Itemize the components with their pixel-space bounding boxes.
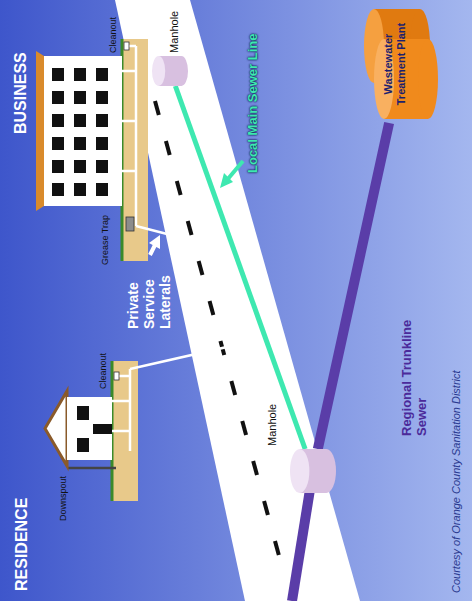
residence-lateral	[108, 339, 262, 451]
manhole: Manhole	[290, 449, 336, 493]
manhole-shape	[152, 56, 188, 86]
window	[52, 114, 64, 127]
lane-dash	[210, 301, 214, 315]
manhole-shape	[290, 449, 336, 493]
leader-arrow	[220, 161, 243, 188]
leader-arrow	[149, 235, 160, 255]
lane-dash	[253, 461, 257, 475]
window	[52, 183, 64, 196]
lane-dash	[199, 261, 203, 275]
lane-dash	[231, 381, 235, 395]
cleanout-cap	[124, 42, 129, 50]
business-building-shape	[44, 56, 122, 206]
window	[74, 91, 86, 104]
window	[96, 137, 108, 150]
window	[74, 183, 86, 196]
street	[115, 0, 360, 601]
manhole-base	[175, 56, 188, 86]
regional-trunkline-sewer	[318, 123, 389, 449]
lane-dash	[275, 541, 279, 555]
node-label: Manhole	[168, 11, 180, 53]
residence-house: RESIDENCE	[45, 391, 112, 466]
window	[77, 406, 89, 420]
manhole: Manhole	[152, 56, 188, 86]
pipe-label: Regional Trunkline Sewer	[400, 286, 430, 436]
lane-dash	[166, 141, 170, 155]
window	[77, 438, 89, 452]
tank-base	[418, 39, 438, 119]
lane-dash	[264, 501, 268, 515]
node-heading: RESIDENCE	[13, 498, 31, 591]
window	[74, 114, 86, 127]
window	[74, 160, 86, 173]
window	[96, 91, 108, 104]
manhole-cover	[290, 449, 309, 493]
business-building: BUSINESS	[44, 56, 122, 206]
manhole-cover	[152, 56, 165, 86]
window	[52, 137, 64, 150]
window	[74, 137, 86, 150]
window	[96, 114, 108, 127]
node-label: Wastewater Treatment Plant	[382, 13, 408, 115]
lane-dash	[155, 101, 159, 115]
residence-house-shape	[45, 391, 112, 466]
window	[52, 68, 64, 81]
window	[96, 68, 108, 81]
local-main-sewer-line	[175, 86, 305, 449]
house-wall	[67, 397, 112, 460]
credit-caption: Courtesy of Orange County Sanitation Dis…	[450, 370, 462, 593]
node-label: Manhole	[266, 404, 278, 446]
window	[96, 183, 108, 196]
part-label: Downspout	[58, 476, 68, 521]
part-label: Cleanout	[98, 353, 108, 389]
cleanout-cap	[114, 372, 119, 380]
door	[93, 424, 112, 434]
manhole-base	[317, 449, 336, 493]
lane-dash	[188, 221, 192, 235]
lane-dash	[177, 181, 181, 195]
window	[96, 160, 108, 173]
lane-dash	[242, 421, 246, 435]
part-label: Grease Trap	[100, 215, 110, 265]
treatment-plant: Wastewater Treatment Plant	[362, 5, 442, 123]
window	[52, 91, 64, 104]
callout-label: Private Service Laterals	[125, 257, 173, 329]
downspout-pipe	[68, 467, 116, 470]
window	[74, 68, 86, 81]
business-roof	[36, 51, 44, 211]
facade	[44, 56, 122, 206]
pipe-label: Local Main Sewer Line	[246, 34, 261, 173]
roof	[45, 391, 67, 466]
node-heading: BUSINESS	[12, 52, 30, 134]
business-lateral	[112, 46, 233, 251]
part-label: Cleanout	[108, 17, 118, 53]
window	[52, 160, 64, 173]
grease-trap	[126, 217, 134, 231]
